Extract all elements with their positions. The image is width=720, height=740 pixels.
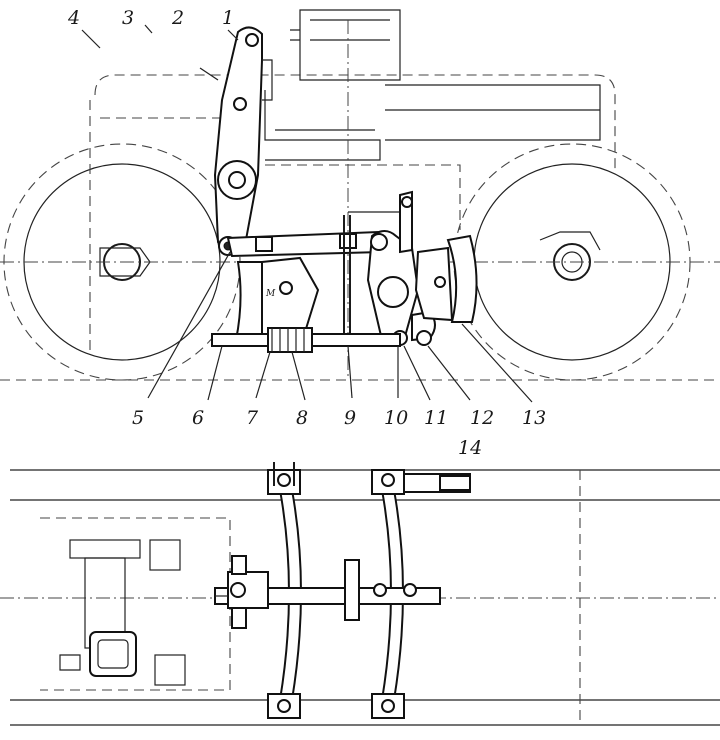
left-brake-shoe: M bbox=[234, 256, 320, 342]
svg-text:M: M bbox=[265, 289, 276, 299]
label-6: 6 bbox=[192, 407, 204, 429]
frame-detail bbox=[59, 539, 186, 686]
label-14: 14 bbox=[458, 437, 482, 459]
longitudinal-rod bbox=[214, 555, 441, 629]
label-8: 8 bbox=[296, 407, 308, 429]
label-1: 1 bbox=[222, 7, 234, 29]
pull-rod bbox=[211, 327, 401, 353]
label-12: 12 bbox=[470, 407, 494, 429]
label-11: 11 bbox=[424, 407, 448, 429]
label-4: 4 bbox=[67, 7, 80, 29]
label-13: 13 bbox=[522, 407, 546, 429]
right-wheel bbox=[450, 143, 720, 381]
label-5: 5 bbox=[132, 407, 144, 429]
leader-lines bbox=[81, 24, 533, 403]
bogie-frame bbox=[0, 9, 720, 381]
side-view: M bbox=[0, 9, 720, 403]
label-9: 9 bbox=[344, 407, 356, 429]
brake-lever bbox=[366, 190, 436, 346]
right-brake-shoe bbox=[414, 234, 478, 323]
vertical-lever bbox=[213, 26, 273, 256]
label-10: 10 bbox=[384, 407, 408, 429]
plan-view bbox=[0, 462, 720, 726]
part-number-labels: 4 3 2 1 5 6 7 8 9 10 11 12 13 14 bbox=[67, 7, 546, 459]
label-3: 3 bbox=[122, 7, 134, 29]
label-2: 2 bbox=[171, 7, 184, 29]
label-7: 7 bbox=[246, 407, 259, 429]
